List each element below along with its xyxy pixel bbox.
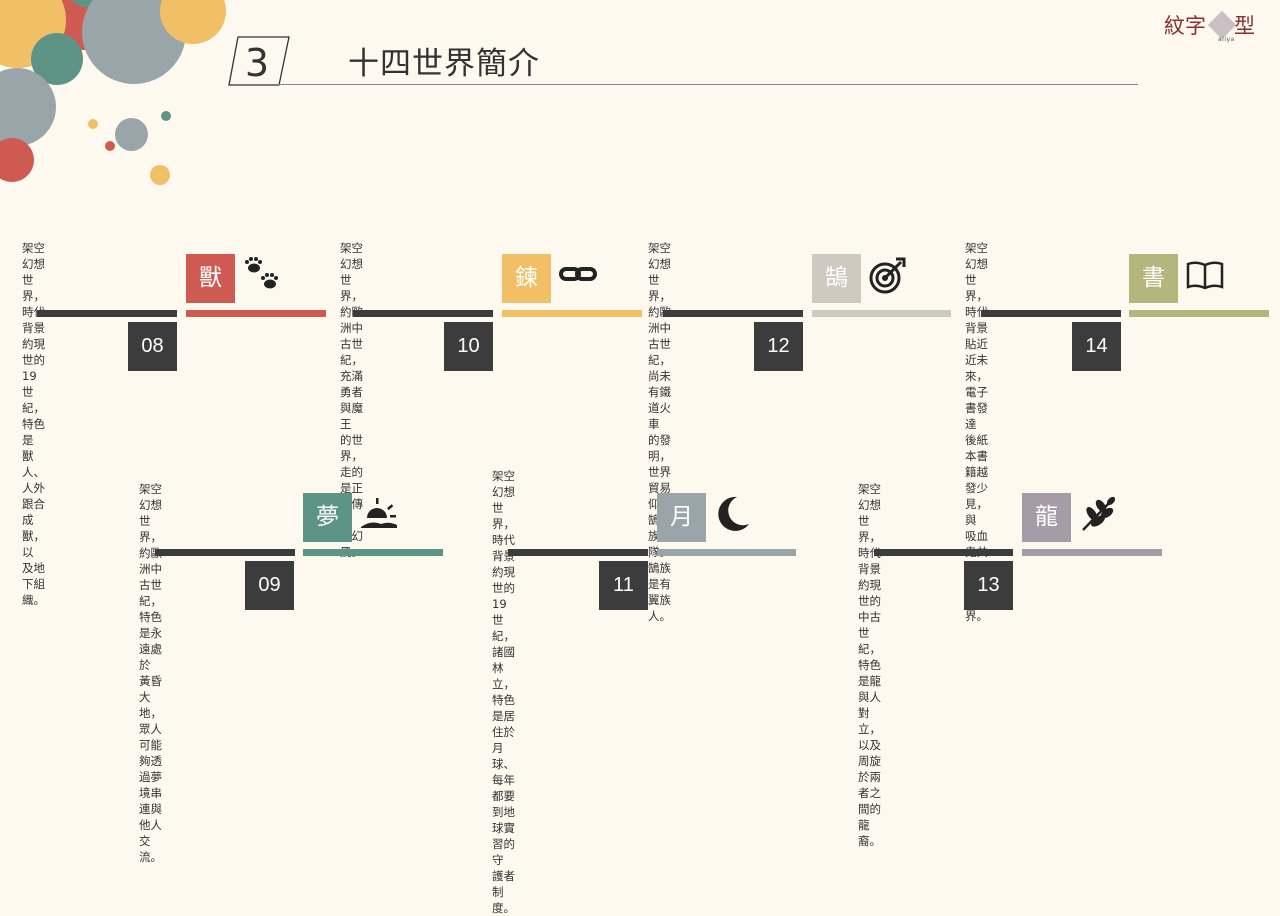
world-description: 架空幻想世界，時代背景約現世的19世紀，諸國林立，特色是居住於月球、每年都要到地…	[492, 468, 515, 916]
timeline-bar	[508, 549, 648, 556]
world-color-bar	[657, 549, 796, 556]
deco-circle	[0, 138, 34, 182]
world-description-line: 於兩者之間的龍裔。	[858, 770, 881, 848]
world-description: 架空幻想世界，時代背景約現世的19世紀，特色是獸人、人外跟合成獸，以及地下組織。	[22, 240, 45, 608]
world-number: 08	[128, 322, 177, 371]
deco-circle	[161, 111, 171, 121]
world-description-line: 架空幻想世界，時代背景	[22, 241, 45, 335]
world-description-line: 架空幻想世界，時代背景	[492, 469, 515, 563]
world-number: 09	[245, 561, 294, 610]
logo-diamond	[1207, 10, 1237, 40]
timeline-bar	[353, 310, 493, 317]
page-title: 十四世界簡介	[348, 46, 540, 82]
world-description-line: 約現世的19世紀，特色是	[22, 337, 45, 447]
world-description: 架空幻想世界，約歐洲中古世紀，尚未有鐵道火車的發明，世界貿易仰賴鵠族商隊。鵠族是…	[648, 240, 671, 624]
world-description-line: 架空幻想世界，約歐洲中	[648, 241, 671, 335]
world-char-tile: 獸	[186, 254, 235, 303]
world-description-line: 立，特色是居住於月球、	[492, 677, 515, 771]
crescent-moon-icon	[713, 494, 753, 534]
open-book-icon	[1185, 255, 1225, 295]
world-number: 13	[964, 561, 1013, 610]
deco-circle	[105, 141, 115, 151]
timeline-bar	[37, 310, 177, 317]
world-char-tile: 龍	[1022, 493, 1071, 542]
world-color-bar	[502, 310, 642, 317]
logo-subtext: aliya	[1218, 36, 1235, 43]
timeline-bar	[155, 549, 295, 556]
world-char-tile: 月	[657, 493, 706, 542]
paw-icon	[242, 255, 282, 295]
world-description-line: 是龍與人對立，以及周旋	[858, 674, 881, 768]
timeline-bar	[874, 549, 1013, 556]
world-number: 14	[1072, 322, 1121, 371]
world-description-line: 每年都要到地球實習的守	[492, 773, 515, 867]
world-description-line: 貼近近未來，電子書發達	[965, 337, 988, 431]
world-description-line: 護者制度。	[492, 869, 515, 915]
world-description: 架空幻想世界，約歐洲中古世紀，特色是永遠處於黃昏大地，眾人可能夠透過夢境串連與他…	[139, 481, 162, 865]
world-description-line: 約現世的19世紀，諸國林	[492, 565, 515, 675]
world-description: 架空幻想世界，時代背景約現世的中古世紀，特色是龍與人對立，以及周旋於兩者之間的龍…	[858, 481, 881, 849]
world-description-line: 架空幻想世界，約歐洲中	[139, 482, 162, 576]
world-description-line: 族商隊。鵠族是有翼族人。	[648, 529, 671, 623]
chain-link-icon	[558, 255, 598, 295]
timeline-bar	[981, 310, 1121, 317]
world-description-line: 過夢境串連與他人交流。	[139, 770, 162, 864]
logo-text-left: 紋字	[1164, 14, 1206, 38]
world-description-line: 架空幻想世界，時代背景	[965, 241, 988, 335]
world-description-line: 黃昏大地，眾人可能夠透	[139, 674, 162, 768]
world-description-line: 後紙本書籍越發少見，與	[965, 433, 988, 527]
world-description-line: 及地下組織。	[22, 561, 45, 607]
deco-circle	[115, 118, 148, 151]
world-char-tile: 夢	[303, 493, 352, 542]
world-description-line: 架空幻想世界，約歐洲中	[340, 241, 363, 335]
world-char-tile: 書	[1129, 254, 1178, 303]
target-arrow-icon	[868, 255, 908, 295]
world-char-tile: 鵠	[812, 254, 861, 303]
logo: 紋字 型 aliya	[1162, 8, 1262, 44]
world-color-bar	[1129, 310, 1269, 317]
world-description-line: 架空幻想世界，時代背景	[858, 482, 881, 576]
world-number: 10	[444, 322, 493, 371]
parallelogram-frame	[228, 36, 290, 86]
world-color-bar	[303, 549, 443, 556]
world-description-line: 古世紀，充滿勇者與魔王	[340, 337, 363, 431]
section-number-box: 3	[228, 36, 290, 86]
sunset-icon	[359, 494, 399, 534]
timeline-bar	[663, 310, 803, 317]
logo-text-right: 型	[1234, 14, 1255, 38]
section-number: 3	[244, 41, 270, 85]
deco-circle	[88, 119, 98, 129]
world-number: 12	[754, 322, 803, 371]
deco-circle	[150, 165, 170, 185]
world-color-bar	[186, 310, 326, 317]
world-description-line: 約現世的中古世紀，特色	[858, 578, 881, 672]
world-number: 11	[599, 561, 648, 610]
world-char-tile: 鍊	[502, 254, 551, 303]
world-description-line: 獸人、人外跟合成獸，以	[22, 449, 45, 559]
title-divider	[278, 84, 1138, 85]
leaf-branch-icon	[1078, 494, 1118, 534]
world-color-bar	[1022, 549, 1162, 556]
world-description-line: 古世紀，尚未有鐵道火車	[648, 337, 671, 431]
world-description-line: 古世紀，特色是永遠處於	[139, 578, 162, 672]
world-color-bar	[812, 310, 951, 317]
world-description: 架空幻想世界，時代背景貼近近未來，電子書發達後紙本書籍越發少見，與吸血鬼共存的特…	[965, 240, 988, 624]
